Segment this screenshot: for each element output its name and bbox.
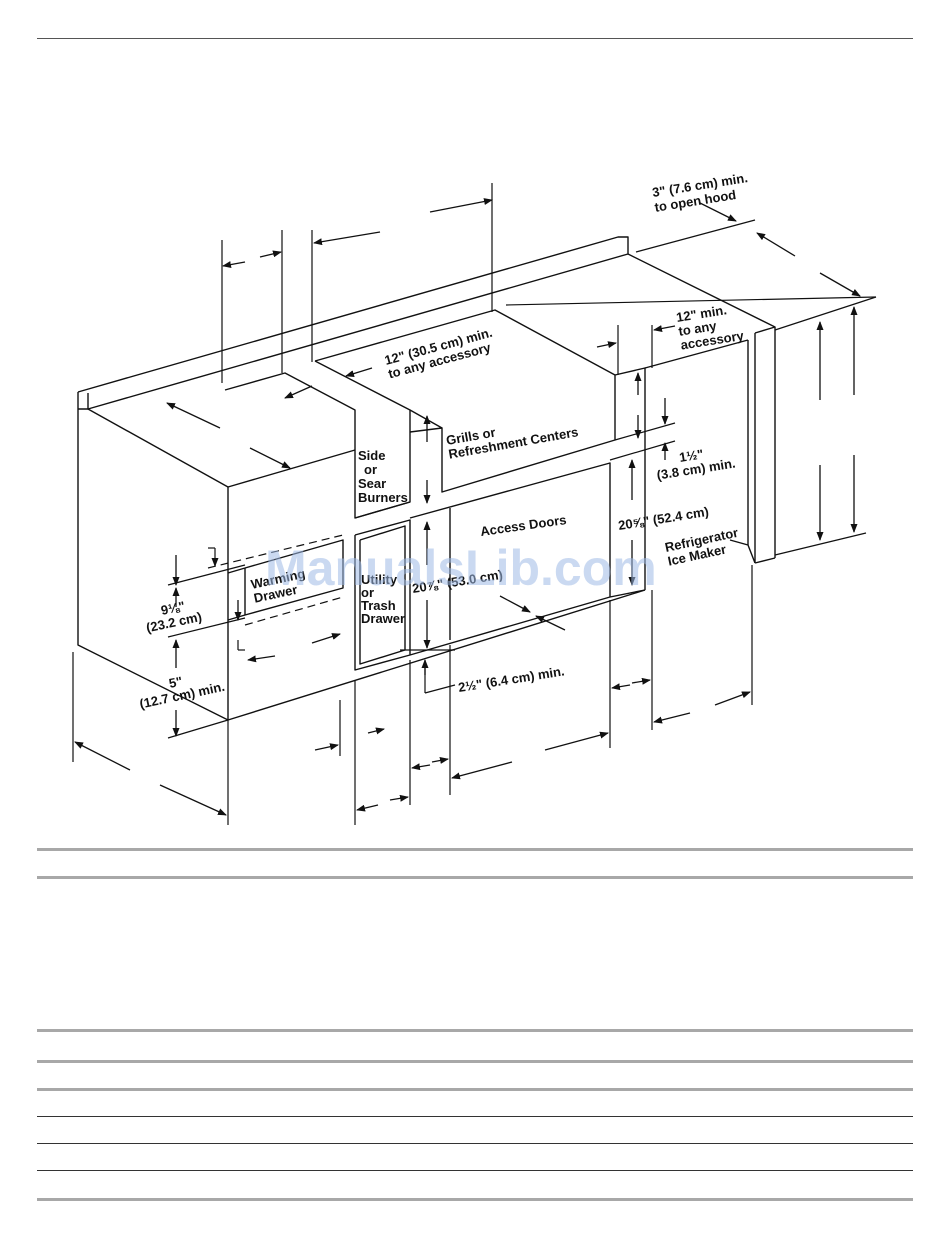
table-rule-6	[37, 1170, 913, 1171]
island-outline	[77, 236, 776, 721]
utility-drawer-label: Utility or Trash Drawer	[361, 572, 405, 626]
nine-inch-label: 9⅛" (23.2 cm)	[142, 595, 203, 635]
table-rule-5	[37, 1143, 913, 1144]
five-inch-label: 5" (12.7 cm) min.	[135, 665, 226, 711]
height-20-5-8-label: 20⅝" (52.4 cm)	[617, 504, 710, 533]
hood-clearance-label: 3" (7.6 cm) min. to open hood	[651, 169, 755, 214]
refrigerator-label: Refrigerator Ice Maker	[664, 524, 746, 569]
top-rule	[37, 38, 913, 39]
section-rule-2	[37, 876, 913, 879]
right-accessory-label: 12" min. to any accessory	[675, 300, 745, 353]
two-half-inch-label: 2½" (6.4 cm) min.	[457, 663, 565, 695]
side-burners-label: Side or Sear Burners	[358, 448, 408, 505]
table-rule-4	[37, 1116, 913, 1117]
table-rule-3	[37, 1088, 913, 1091]
access-doors-label: Access Doors	[479, 512, 567, 539]
grills-label: Grills or Refreshment Centers	[445, 410, 580, 461]
table-rule-7	[37, 1198, 913, 1201]
one-half-inch-label: 1½" (3.8 cm) min.	[653, 442, 736, 483]
grill-accessory-label: 12" (30.5 cm) min. to any accessory	[383, 324, 501, 382]
watermark: ManualsLib.com	[265, 540, 657, 596]
table-rule-1	[37, 1029, 913, 1032]
section-rule-1	[37, 848, 913, 851]
table-rule-2	[37, 1060, 913, 1063]
